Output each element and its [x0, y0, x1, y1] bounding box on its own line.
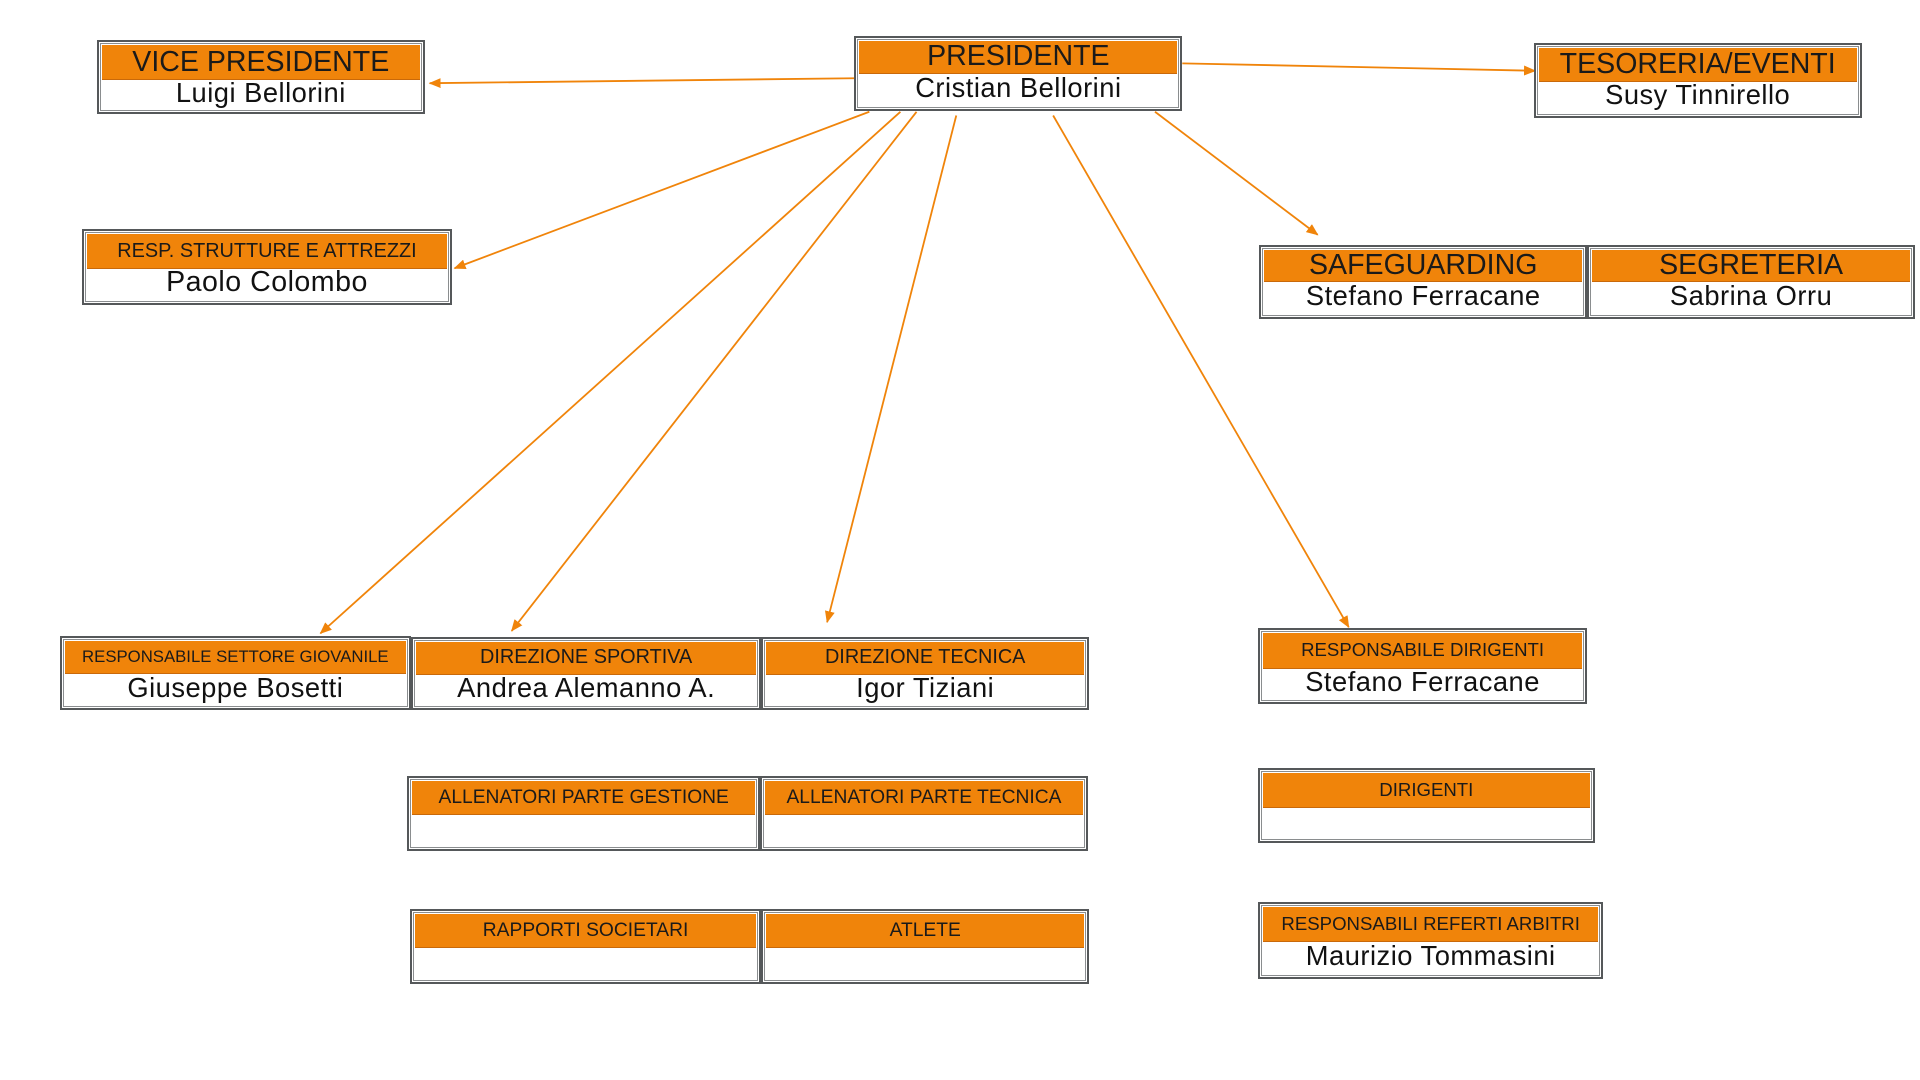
box-responsabile-dirigenti: RESPONSABILE DIRIGENTI Stefano Ferracane [1258, 628, 1588, 705]
box-title: ALLENATORI PARTE TECNICA [765, 781, 1083, 816]
box-rapporti-societari: RAPPORTI SOCIETARI [409, 909, 762, 984]
arrow-presidente-to-vice_presidente [428, 77, 855, 89]
box-title: RESPONSABILE DIRIGENTI [1263, 633, 1583, 669]
box-title: DIREZIONE SPORTIVA [416, 642, 757, 675]
box-title: RESPONSABILI REFERTI ARBITRI [1263, 906, 1599, 942]
box-person: Cristian Bellorini [915, 71, 1122, 103]
arrow-presidente-to-strutture [453, 110, 870, 270]
box-title: SEGRETERIA [1592, 249, 1911, 283]
arrow-presidente-to-direzione_tecnica [824, 115, 958, 624]
box-resp-strutture: RESP. STRUTTURE E ATTREZZI Paolo Colombo [81, 228, 453, 306]
box-atlete: ATLETE [761, 909, 1090, 984]
box-title: ALLENATORI PARTE GESTIONE [412, 781, 756, 816]
box-title: RESPONSABILE SETTORE GIOVANILE [64, 640, 407, 674]
arrow-presidente-to-tesoreria [1182, 62, 1537, 76]
box-direzione-tecnica: DIREZIONE TECNICA Igor Tiziani [761, 637, 1090, 711]
box-person: Sabrina Orru [1669, 280, 1833, 312]
box-title: SAFEGUARDING [1264, 249, 1583, 283]
box-person: Igor Tiziani [856, 671, 995, 703]
box-title: PRESIDENTE [859, 41, 1178, 74]
box-person [766, 944, 1084, 978]
box-person: Stefano Ferracane [1305, 280, 1541, 312]
arrow-presidente-to-resp_dirigenti [1052, 115, 1350, 629]
box-title: RESP. STRUTTURE E ATTREZZI [86, 233, 448, 269]
box-person: Andrea Alemanno A. [457, 671, 716, 703]
box-person: Luigi Bellorini [175, 76, 346, 108]
box-safeguarding: SAFEGUARDING Stefano Ferracane [1259, 244, 1588, 320]
box-title: VICE PRESIDENTE [101, 44, 420, 80]
box-settore-giovanile: RESPONSABILE SETTORE GIOVANILE Giuseppe … [59, 635, 412, 711]
box-title: DIREZIONE TECNICA [766, 642, 1085, 675]
box-allenatori-tecnica: ALLENATORI PARTE TECNICA [760, 776, 1088, 851]
box-referti-arbitri: RESPONSABILI REFERTI ARBITRI Maurizio To… [1258, 901, 1604, 979]
box-title: DIRIGENTI [1263, 772, 1590, 808]
box-person: Susy Tinnirello [1605, 79, 1791, 111]
box-person [415, 944, 756, 978]
arrow-presidente-to-safeguarding [1154, 111, 1319, 236]
box-presidente: PRESIDENTE Cristian Bellorini [854, 36, 1183, 111]
box-vice-presidente: VICE PRESIDENTE Luigi Bellorini [96, 39, 425, 115]
box-tesoreria-eventi: TESORERIA/EVENTI Susy Tinnirello [1533, 43, 1862, 118]
box-person [412, 811, 755, 845]
box-title: TESORERIA/EVENTI [1538, 48, 1857, 83]
box-allenatori-gestione: ALLENATORI PARTE GESTIONE [407, 776, 761, 851]
box-title: ATLETE [766, 914, 1085, 949]
box-person [1263, 804, 1590, 838]
arrow-presidente-to-direzione_sportiva [510, 111, 918, 632]
arrow-presidente-to-settore_giovanile [319, 111, 901, 635]
box-person: Maurizio Tommasini [1305, 939, 1556, 971]
box-direzione-sportiva: DIREZIONE SPORTIVA Andrea Alemanno A. [411, 637, 762, 711]
box-segreteria: SEGRETERIA Sabrina Orru [1587, 244, 1916, 320]
box-person [765, 811, 1083, 845]
box-dirigenti: DIRIGENTI [1258, 767, 1595, 844]
box-person: Stefano Ferracane [1305, 665, 1540, 697]
box-person: Paolo Colombo [166, 265, 368, 298]
box-title: RAPPORTI SOCIETARI [414, 914, 757, 949]
box-person: Giuseppe Bosetti [127, 671, 344, 703]
